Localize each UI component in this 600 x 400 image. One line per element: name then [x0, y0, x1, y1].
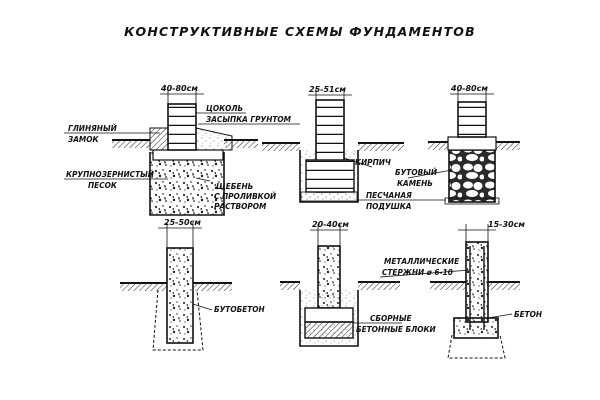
dim-width-2: 25-51см — [309, 85, 346, 94]
label-blocks-1: СБОРНЫЕ — [370, 313, 412, 323]
scheme-precast-blocks: 20-40см СБОРНЫЕ БЕТОННЫЕ БЛОКИ — [280, 220, 436, 347]
label-blocks-2: БЕТОННЫЕ БЛОКИ — [356, 324, 436, 334]
dim-width-1: 40-80см — [160, 84, 198, 93]
dim-width-6: 15-30см — [488, 220, 525, 229]
label-rebar-1: МЕТАЛЛИЧЕСКИЕ — [384, 256, 459, 266]
scheme-reinforced-concrete-pier: 15-30см МЕТАЛЛИЧЕСКИЕ СТЕРЖНИ ø 6-10 БЕТ… — [379, 220, 543, 359]
label-concrete: БЕТОН — [514, 309, 543, 319]
label-cushion-2: ПОДУШКА — [366, 201, 412, 211]
label-rebar-2: СТЕРЖНИ ø 6-10 — [382, 267, 453, 277]
label-brick: КИРПИЧ — [355, 157, 391, 167]
label-rubble-1: БУТОВЫЙ — [395, 166, 438, 177]
label-gravel-1: ЩЕБЕНЬ — [216, 181, 253, 191]
dim-width-5: 20-40см — [312, 220, 349, 229]
dim-width-4: 25-50см — [164, 218, 201, 227]
label-sand-2: ПЕСОК — [88, 180, 118, 190]
label-sand-1: КРУПНОЗЕРНИСТЫЙ — [66, 168, 155, 179]
label-gravel-2: С ПРОЛИВКОЙ — [214, 190, 277, 201]
label-rubble-2: КАМЕНЬ — [397, 178, 433, 188]
label-tsokol: ЦОКОЛЬ — [206, 103, 243, 113]
scheme-rubble-concrete-strip: 40-80см ЦОКОЛЬ ЗАСЫПКА ГРУНТОМ ГЛИНЯНЫЙ … — [64, 84, 300, 216]
scheme-brick-strip: 25-51см КИРПИЧ ПЕСЧАНАЯ ПОДУШКА — [262, 85, 412, 211]
scheme-rubble-concrete-pier: 25-50см БУТОБЕТОН — [120, 218, 266, 351]
label-rubble-concrete: БУТОБЕТОН — [214, 304, 266, 314]
diagram-title: КОНСТРУКТИВНЫЕ СХЕМЫ ФУНДАМЕНТОВ — [124, 24, 476, 39]
label-zasypka: ЗАСЫПКА ГРУНТОМ — [206, 114, 292, 124]
scheme-rubble-stone-strip: 40-80см БУТОВЫЙ КАМЕНЬ — [395, 84, 520, 205]
label-clay-2: ЗАМОК — [68, 134, 100, 144]
dim-width-3: 40-80см — [450, 84, 488, 93]
label-cushion-1: ПЕСЧАНАЯ — [366, 190, 412, 200]
label-clay-1: ГЛИНЯНЫЙ — [68, 122, 118, 133]
label-gravel-3: РАСТВОРОМ — [214, 201, 267, 211]
